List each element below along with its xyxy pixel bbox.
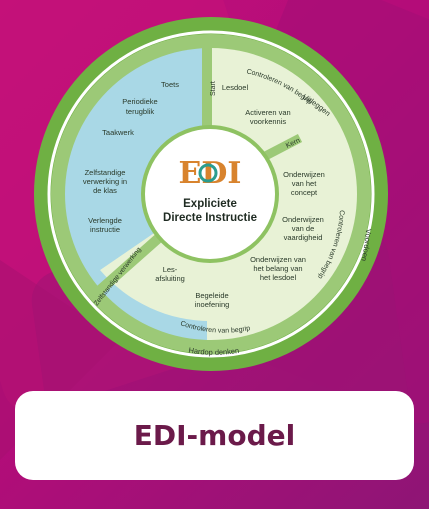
- inner-label-lesafsluiting-2: afsluiting: [155, 274, 185, 283]
- inner-label-taakwerk: Taakwerk: [102, 128, 134, 137]
- inner-label-vaardig-2: van de: [292, 224, 315, 233]
- inner-label-activeren-1: Activeren van: [245, 108, 290, 117]
- inner-label-vaardig-3: vaardigheid: [284, 233, 323, 242]
- ring-separator: [47, 30, 375, 358]
- center-title-line2: Directe Instructie: [163, 212, 257, 224]
- edi-logo: EDI: [179, 156, 242, 191]
- inner-label-zelf-2: verwerking in: [83, 177, 127, 186]
- inner-label-begeleide-1: Begeleide: [195, 291, 228, 300]
- inner-label-periodieke-1: Periodieke: [122, 97, 157, 106]
- inner-label-toets: Toets: [161, 80, 179, 89]
- title-label-box: EDI-model: [15, 391, 414, 480]
- edi-logo-text: EDI: [179, 156, 242, 191]
- inner-label-belang-2: het belang van: [253, 264, 302, 273]
- inner-label-concept-2: van het: [292, 179, 318, 188]
- plug-icon: [198, 163, 218, 183]
- ring-label-start: Start: [210, 81, 217, 96]
- inner-label-concept-3: concept: [291, 188, 318, 197]
- inner-label-begeleide-2: inoefening: [195, 300, 230, 309]
- inner-label-vaardig-1: Onderwijzen: [282, 215, 324, 224]
- inner-label-verlengde-1: Verlengde: [88, 216, 122, 225]
- inner-label-activeren-2: voorkennis: [250, 117, 287, 126]
- center-title-line1: Expliciete: [183, 198, 237, 210]
- inner-label-lesdoel: Lesdoel: [222, 83, 249, 92]
- inner-label-lesafsluiting-1: Les-: [163, 265, 178, 274]
- inner-label-periodieke-2: terugblik: [126, 107, 155, 116]
- center-circle: [141, 125, 279, 263]
- inner-label-zelf-1: Zelfstandige: [85, 168, 126, 177]
- card-title: EDI-model: [133, 419, 296, 452]
- inner-label-verlengde-2: instructie: [90, 225, 120, 234]
- inner-label-zelf-3: de klas: [93, 186, 117, 195]
- outer-label-hardop-denken: Hardop denken: [188, 346, 240, 357]
- inner-label-belang-3: het lesdoel: [260, 273, 297, 282]
- inner-label-belang-1: Onderwijzen van: [250, 255, 306, 264]
- inner-label-concept-1: Onderwijzen: [283, 170, 325, 179]
